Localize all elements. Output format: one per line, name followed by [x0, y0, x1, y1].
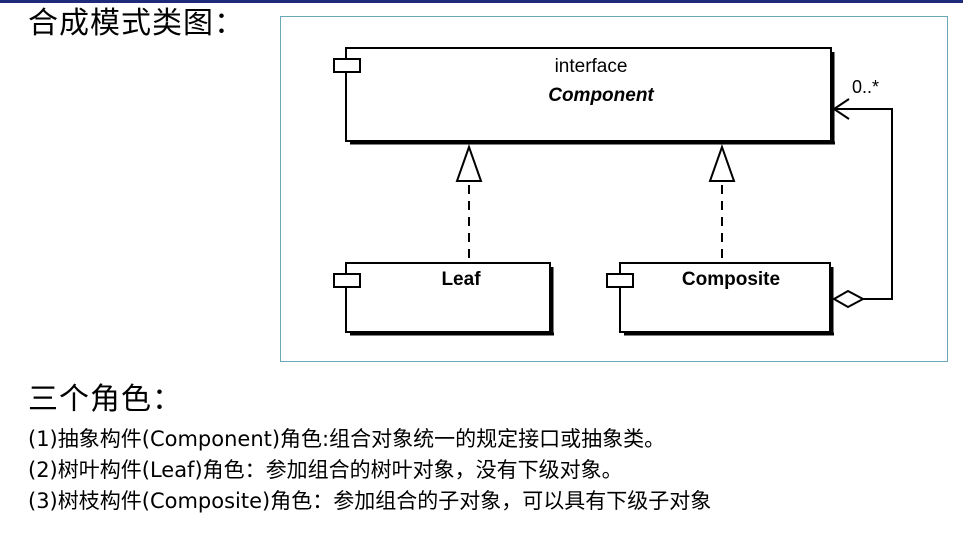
aggregation-diamond [831, 289, 866, 309]
slide-title: 合成模式类图： [28, 6, 245, 41]
composite-icon [606, 273, 634, 288]
composite-name: Composite [682, 269, 780, 290]
leaf-name: Leaf [441, 269, 481, 290]
leaf-class-box: Leaf [333, 262, 554, 336]
roles-heading: 三个角色： [28, 382, 183, 417]
aggregation-association: 0..* [831, 77, 893, 309]
role-item-leaf: (2)树叶构件(Leaf)角色：参加组合的树叶对象，没有下级对象。 [28, 458, 623, 482]
leaf-realization-arrow [455, 143, 483, 263]
component-icon [333, 58, 361, 73]
composite-realization-arrow [708, 143, 736, 263]
role-item-composite: (3)树枝构件(Composite)角色：参加组合的子对象，可以具有下级子对象 [28, 489, 712, 513]
composite-pattern-class-diagram: interface Component Leaf Composite [333, 47, 893, 336]
class-diagram-frame: interface Component Leaf Composite [280, 16, 948, 362]
component-stereotype: interface [555, 56, 628, 77]
role-item-component: (1)抽象构件(Component)角色:组合对象统一的规定接口或抽象类。 [28, 427, 666, 451]
component-name: Component [548, 85, 654, 106]
component-interface-box: interface Component [333, 47, 835, 145]
composite-class-box: Composite [606, 262, 834, 336]
top-rule [0, 0, 963, 3]
multiplicity-label: 0..* [852, 77, 879, 97]
leaf-icon [333, 273, 361, 288]
roles-list: (1)抽象构件(Component)角色:组合对象统一的规定接口或抽象类。 (2… [28, 424, 711, 517]
